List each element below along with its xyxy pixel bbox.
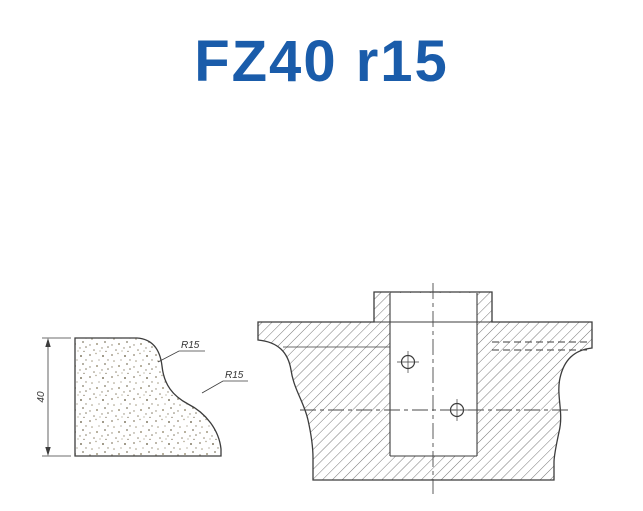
- radius-callout-2: R15: [201, 370, 248, 394]
- bolt-hole-1: [397, 351, 419, 373]
- dimension-40-label: 40: [36, 391, 47, 403]
- profile-drawing: 40 R15 R15: [36, 337, 248, 457]
- radius-callout-1: R15: [157, 340, 205, 363]
- radius-label-2: R15: [225, 370, 244, 381]
- leader-line-1: [157, 350, 205, 363]
- leader-line-2: [201, 380, 248, 394]
- bore-opening: [390, 293, 477, 456]
- radius-label-1: R15: [181, 340, 200, 351]
- arrowhead-up: [45, 338, 51, 347]
- hidden-slot-edges: [492, 341, 588, 351]
- page-title: FZ40 r15: [194, 29, 449, 94]
- profile-shape: [74, 337, 222, 457]
- cutterhead-drawing: [257, 283, 593, 494]
- arrowhead-down: [45, 447, 51, 456]
- dimension-40: 40: [36, 337, 71, 457]
